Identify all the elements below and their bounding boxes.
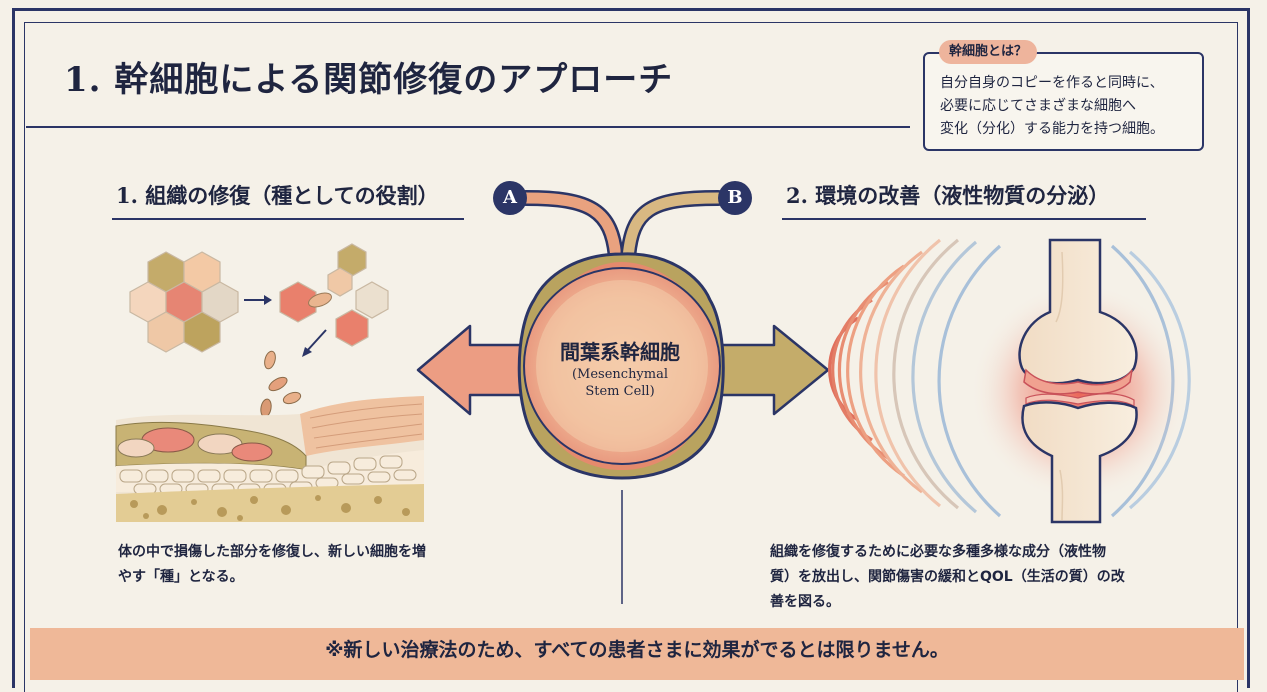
description-line: 体の中で損傷した部分を修復し、新しい細胞を増 bbox=[118, 544, 426, 560]
disclaimer-text: ※新しい治療法のため、すべての患者さまに効果がでるとは限りません。 bbox=[325, 639, 949, 661]
tissue-illustration bbox=[115, 396, 424, 522]
definition-text: 自分自身のコピーを作ると同時に、 必要に応じてさまざまな細胞へ 変化（分化）する… bbox=[940, 72, 1196, 141]
title-divider bbox=[26, 126, 910, 128]
environment-description: 組織を修復するために必要な多種多様な成分（液性物 質）を放出し、関節傷害の緩和と… bbox=[770, 540, 1190, 615]
disclaimer-banner: ※新しい治療法のため、すべての患者さまに効果がでるとは限りません。 bbox=[30, 628, 1244, 680]
secretion-waves bbox=[828, 238, 1191, 518]
arrow-down bbox=[305, 329, 327, 353]
input-pipes bbox=[518, 190, 726, 266]
stem-cell-name-en-1: (Mesenchymal bbox=[571, 367, 669, 382]
description-line: 質）を放出し、関節傷害の緩和とQOL（生活の質）の改 bbox=[770, 569, 1125, 585]
tissue-repair-heading: 1. 組織の修復（種としての役割） bbox=[116, 183, 439, 208]
stem-cell-body bbox=[517, 252, 725, 480]
stem-cell-name-ja: 間葉系幹細胞 bbox=[560, 340, 680, 364]
badge-a: A bbox=[493, 181, 527, 215]
definition-line: 変化（分化）する能力を持つ細胞。 bbox=[940, 121, 1164, 137]
description-line: 善を図る。 bbox=[770, 594, 840, 610]
definition-line: 必要に応じてさまざまな細胞へ bbox=[940, 98, 1136, 114]
environment-heading: 2. 環境の改善（液性物質の分泌） bbox=[786, 183, 1110, 208]
definition-box bbox=[923, 52, 1204, 151]
knee-joint-illustration bbox=[970, 238, 1190, 524]
environment-heading-rule bbox=[782, 218, 1146, 220]
outer-frame bbox=[12, 8, 1250, 688]
definition-tag: 幹細胞とは？ bbox=[939, 40, 1038, 64]
description-line: やす「種」となる。 bbox=[118, 569, 244, 585]
stem-cell-label: 間葉系幹細胞 (Mesenchymal Stem Cell) bbox=[520, 338, 720, 400]
cell-cluster-illustration bbox=[129, 251, 239, 353]
definition-line: 自分自身のコピーを作ると同時に、 bbox=[940, 75, 1164, 91]
migrating-cells bbox=[327, 243, 389, 347]
page-title: 1. 幹細胞による関節修復のアプローチ bbox=[64, 60, 674, 100]
tissue-repair-description: 体の中で損傷した部分を修復し、新しい細胞を増 やす「種」となる。 bbox=[118, 540, 488, 590]
description-line: 組織を修復するために必要な多種多様な成分（液性物 bbox=[770, 544, 1106, 560]
stem-cell-name-en-2: Stem Cell) bbox=[585, 384, 655, 399]
inner-frame bbox=[24, 22, 1238, 692]
badge-b: B bbox=[718, 181, 752, 215]
tissue-repair-heading-rule bbox=[112, 218, 464, 220]
dividing-cell bbox=[279, 281, 317, 323]
